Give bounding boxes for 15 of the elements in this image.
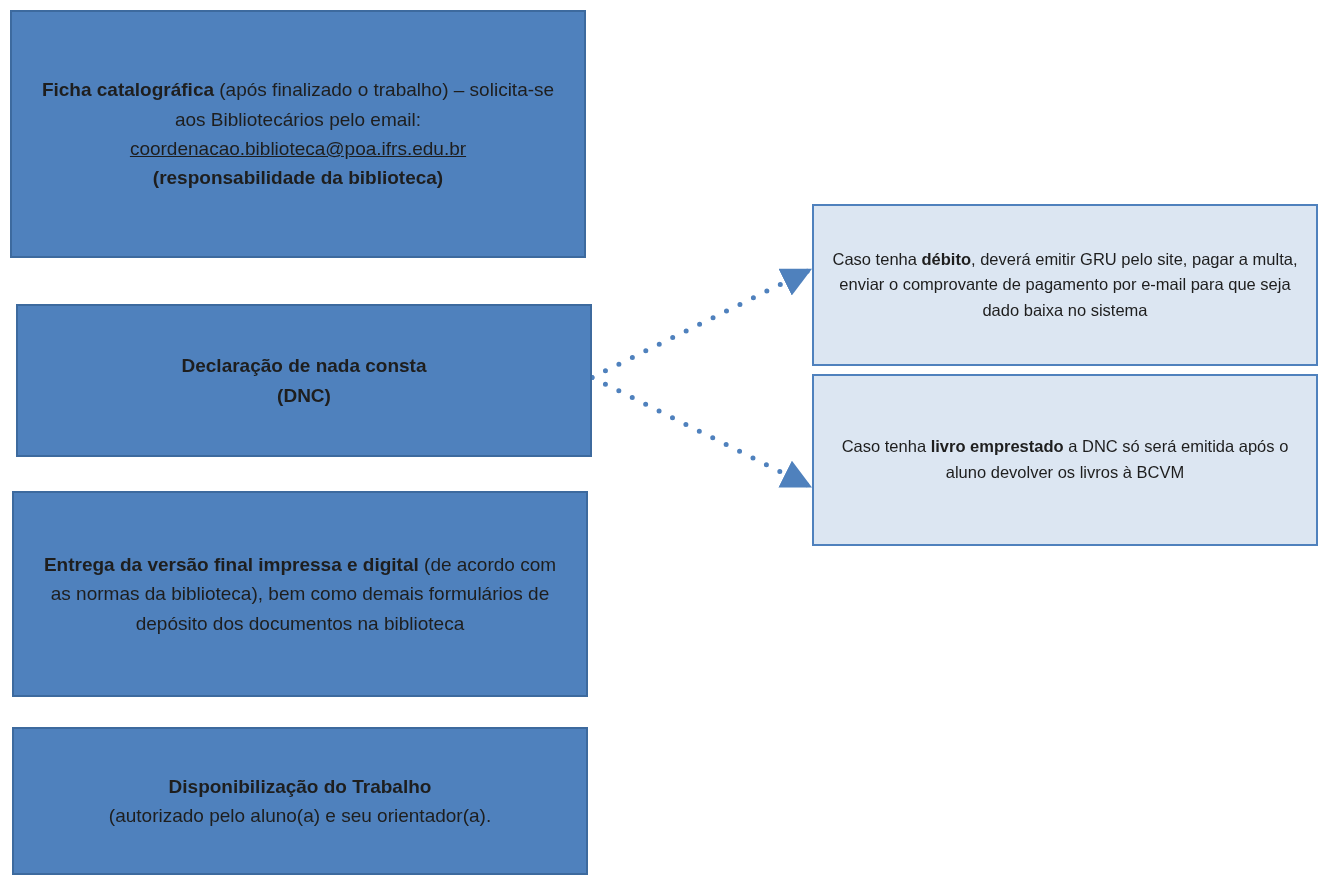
box-text: Declaração de nada consta (DNC) — [180, 354, 428, 408]
box-text: Entrega da versão final impressa e digital (de acordo com as normas da biblioteca), bem como demais formulários de depósito dos documentos na biblioteca — [42, 552, 558, 636]
box-text: Ficha catalográfica (após finalizado o trabalho) – solicita-se aos Bibliotecários pelo email: — [40, 78, 556, 132]
process-box — [12, 491, 588, 697]
process-box — [812, 374, 1318, 546]
box-text: Disponibilização do Trabalho — [168, 774, 432, 799]
process-box — [812, 204, 1318, 366]
box-text: (responsabilidade da biblioteca) — [152, 166, 444, 191]
box-text: Caso tenha débito, deverá emitir GRU pelo site, pagar a multa, enviar o comprovante de pagamento por e-mail para que seja dado baixa no sistema — [832, 248, 1298, 321]
box-text: (autorizado pelo aluno(a) e seu orientador(a). — [108, 804, 492, 828]
email-link: coordenacao.biblioteca@poa.ifrs.edu.br — [129, 137, 467, 161]
process-box — [10, 10, 586, 258]
box-text: Caso tenha livro emprestado a DNC só será emitida após o aluno devolver os livros à BCVM — [840, 436, 1290, 483]
process-box — [16, 304, 592, 457]
process-box — [12, 727, 588, 875]
